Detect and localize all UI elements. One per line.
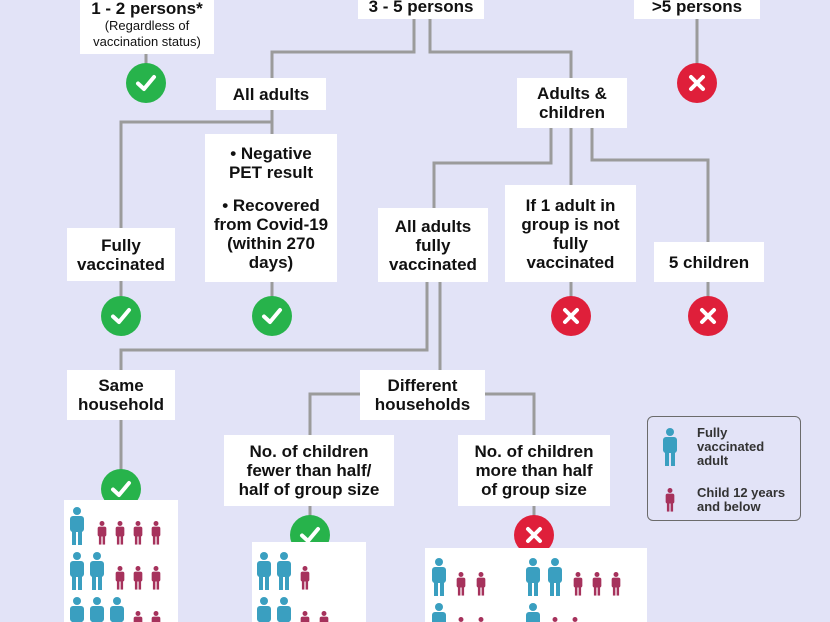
legend: Fully vaccinated adult Child 12 years an… — [647, 416, 801, 521]
node-title: All adults fully vaccinated — [389, 216, 477, 274]
node-one-adult-not-vaccinated: If 1 adult in group is not fully vaccina… — [505, 185, 636, 282]
adult-figure-icon — [70, 552, 84, 590]
people-group-illustration — [432, 558, 621, 622]
node-title: 1 - 2 persons* — [91, 0, 203, 18]
check-icon — [126, 63, 166, 103]
child-figure-icon — [133, 566, 143, 590]
node-all-adults-fully-vaccinated: All adults fully vaccinated — [378, 208, 488, 282]
child-figure-icon — [456, 572, 466, 596]
node-fully-vaccinated: Fully vaccinated — [67, 228, 175, 281]
cross-icon — [688, 296, 728, 336]
child-figure-icon — [476, 572, 486, 596]
bullet-recovered: • Recovered from Covid-19 (within 270 da… — [213, 196, 329, 272]
node-title: 5 children — [668, 252, 750, 272]
adult-figure-icon — [110, 597, 124, 622]
child-figure-icon — [665, 488, 675, 512]
node-title: No. of children fewer than half/ half of… — [238, 442, 380, 499]
adult-figure-icon — [277, 597, 291, 622]
child-figure-icon — [133, 521, 143, 545]
child-figure-icon — [115, 521, 125, 545]
node-different-households: Different households — [360, 370, 485, 420]
node-more-than-5-persons: >5 persons — [634, 0, 760, 19]
node-children-more-than-half: No. of children more than half of group … — [458, 435, 610, 506]
node-title: 3 - 5 persons — [368, 0, 474, 16]
adult-figure-icon — [257, 552, 271, 590]
adult-figure-icon — [548, 558, 562, 596]
node-five-children: 5 children — [654, 242, 764, 282]
legend-child-label: Child 12 years and below — [697, 485, 786, 514]
bullet-negative-pet: • Negative PET result — [228, 144, 314, 182]
node-title: Fully vaccinated — [77, 235, 165, 274]
node-title: >5 persons — [651, 0, 743, 16]
node-same-household: Same household — [67, 370, 175, 420]
legend-adult-label: Fully vaccinated adult — [697, 425, 765, 468]
node-children-fewer-than-half: No. of children fewer than half/ half of… — [224, 435, 394, 506]
fewer-than-half-example — [252, 542, 366, 622]
node-title: All adults — [232, 84, 310, 104]
child-figure-icon — [300, 566, 310, 590]
child-figure-icon — [151, 521, 161, 545]
adult-figure-icon — [663, 428, 677, 466]
node-negative-pet-or-recovered: • Negative PET result • Recovered from C… — [205, 134, 337, 282]
node-title: No. of children more than half of group … — [474, 442, 594, 499]
child-figure-icon — [611, 572, 621, 596]
adult-figure-icon — [70, 597, 84, 622]
cross-icon — [677, 63, 717, 103]
cross-icon — [551, 296, 591, 336]
child-figure-icon — [319, 611, 329, 622]
child-figure-icon — [572, 617, 578, 622]
child-figure-icon — [592, 572, 602, 596]
node-adults-and-children: Adults & children — [517, 78, 627, 128]
adult-figure-icon — [257, 597, 271, 622]
check-icon — [101, 296, 141, 336]
child-figure-icon — [151, 566, 161, 590]
child-figure-icon — [458, 617, 464, 622]
people-group-illustration — [257, 552, 329, 622]
more-than-half-example — [425, 548, 647, 622]
child-figure-icon — [133, 611, 143, 622]
child-figure-icon — [552, 617, 558, 622]
same-household-example — [64, 500, 178, 622]
child-figure-icon — [300, 611, 310, 622]
adult-figure-icon — [432, 558, 446, 596]
people-group-illustration — [70, 507, 161, 622]
child-figure-icon — [97, 521, 107, 545]
adult-figure-icon — [70, 507, 84, 545]
adult-figure-icon — [432, 603, 446, 622]
node-title: Different households — [374, 376, 471, 414]
node-title: Same household — [78, 376, 164, 414]
adult-figure-icon — [90, 552, 104, 590]
node-all-adults: All adults — [216, 78, 326, 110]
node-title: Adults & children — [537, 84, 607, 122]
node-1-2-persons: 1 - 2 persons* (Regardless of vaccinatio… — [80, 0, 214, 54]
node-note: (Regardless of vaccination status) — [93, 17, 201, 49]
adult-figure-icon — [526, 558, 540, 596]
adult-figure-icon — [90, 597, 104, 622]
child-figure-icon — [151, 611, 161, 622]
adult-figure-icon — [277, 552, 291, 590]
adult-figure-icon — [526, 603, 540, 622]
check-icon — [252, 296, 292, 336]
child-figure-icon — [573, 572, 583, 596]
node-3-5-persons: 3 - 5 persons — [358, 0, 484, 19]
child-figure-icon — [478, 617, 484, 622]
node-title: If 1 adult in group is not fully vaccina… — [521, 195, 620, 272]
child-figure-icon — [115, 566, 125, 590]
